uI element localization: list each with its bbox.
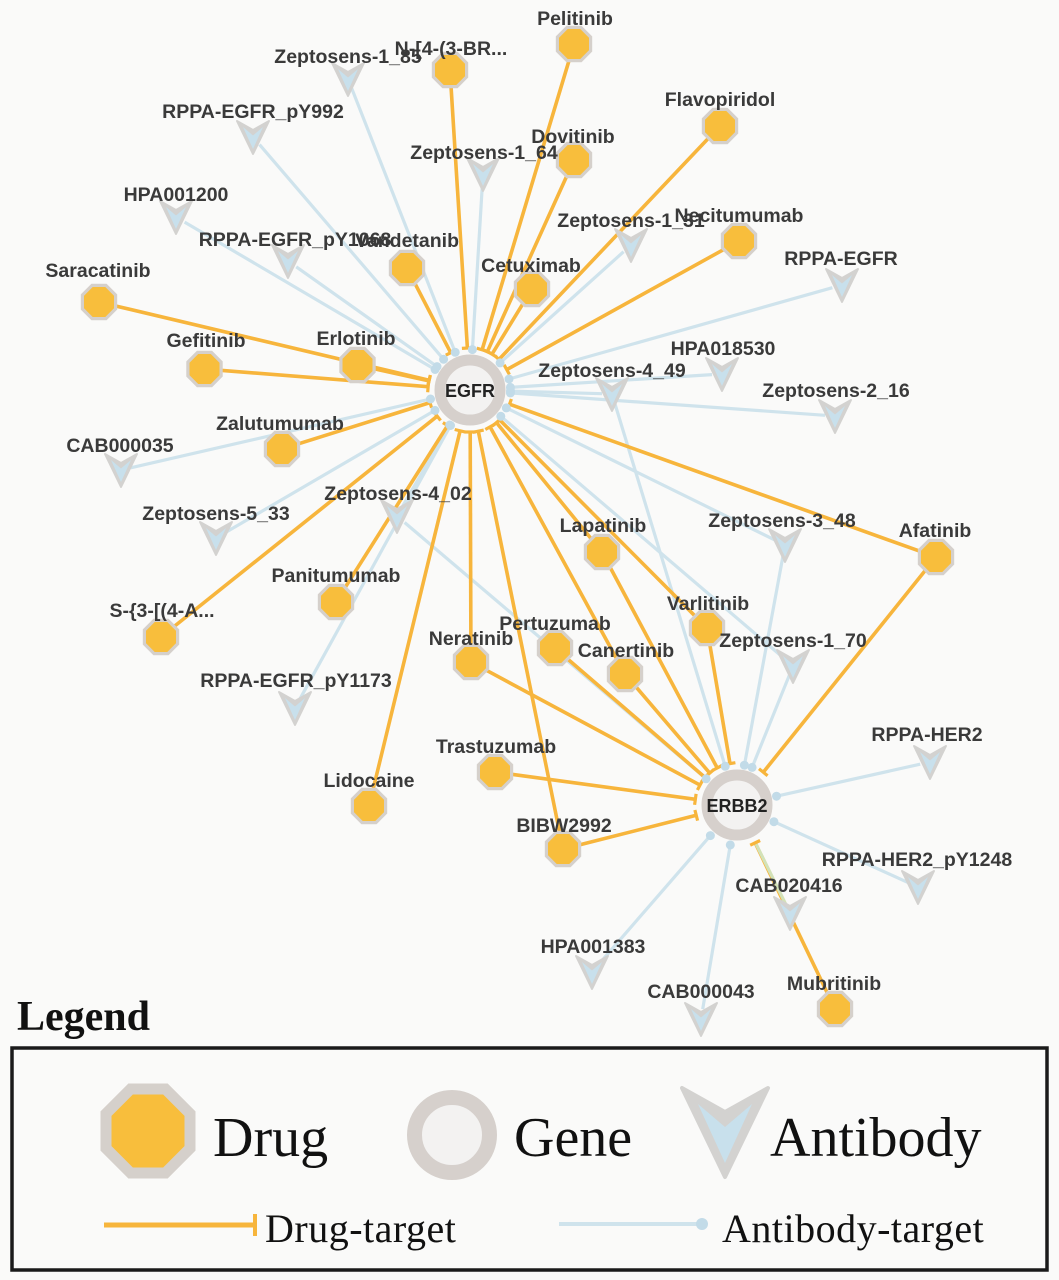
svg-text:Neratinib: Neratinib <box>429 628 514 650</box>
svg-text:HPA001200: HPA001200 <box>124 184 229 206</box>
svg-text:Lidocaine: Lidocaine <box>323 770 414 792</box>
svg-text:HPA018530: HPA018530 <box>671 338 776 360</box>
svg-text:Afatinib: Afatinib <box>899 520 972 542</box>
svg-text:EGFR: EGFR <box>445 381 495 401</box>
svg-text:Drug: Drug <box>213 1107 328 1169</box>
svg-text:Flavopiridol: Flavopiridol <box>665 89 776 111</box>
svg-text:Zeptosens-3_48: Zeptosens-3_48 <box>708 510 856 532</box>
svg-text:Zeptosens-1_70: Zeptosens-1_70 <box>719 630 867 652</box>
svg-text:Vandetanib: Vandetanib <box>355 230 459 252</box>
svg-text:RPPA-HER2: RPPA-HER2 <box>871 724 982 746</box>
svg-text:Legend: Legend <box>17 994 150 1040</box>
svg-text:CAB020416: CAB020416 <box>735 875 842 897</box>
svg-text:Zeptosens-1_31: Zeptosens-1_31 <box>557 210 705 232</box>
svg-text:Zalutumumab: Zalutumumab <box>216 413 344 435</box>
svg-text:Gefitinib: Gefitinib <box>166 330 245 352</box>
svg-text:Varlitinib: Varlitinib <box>667 593 749 615</box>
svg-text:Zeptosens-2_16: Zeptosens-2_16 <box>762 380 910 402</box>
svg-text:Zeptosens-4_49: Zeptosens-4_49 <box>538 360 686 382</box>
svg-text:N-[4-(3-BR...: N-[4-(3-BR... <box>395 38 508 60</box>
svg-text:Necitumumab: Necitumumab <box>675 205 804 227</box>
svg-text:Lapatinib: Lapatinib <box>560 515 647 537</box>
svg-text:Zeptosens-1_64: Zeptosens-1_64 <box>410 142 558 164</box>
svg-text:Zeptosens-1_85: Zeptosens-1_85 <box>274 46 422 68</box>
svg-text:Erlotinib: Erlotinib <box>316 328 395 350</box>
svg-text:Zeptosens-4_02: Zeptosens-4_02 <box>324 483 472 505</box>
svg-text:Antibody: Antibody <box>770 1107 982 1169</box>
svg-text:Mubritinib: Mubritinib <box>787 973 881 995</box>
svg-text:ERBB2: ERBB2 <box>706 796 767 816</box>
svg-text:S-{3-[(4-A...: S-{3-[(4-A... <box>109 600 214 622</box>
svg-text:Dovitinib: Dovitinib <box>531 126 614 148</box>
svg-text:Pertuzumab: Pertuzumab <box>499 613 611 635</box>
svg-text:CAB000035: CAB000035 <box>66 435 173 457</box>
svg-text:Pelitinib: Pelitinib <box>537 8 613 30</box>
svg-text:Trastuzumab: Trastuzumab <box>436 736 556 758</box>
svg-text:Drug-target: Drug-target <box>265 1206 456 1251</box>
svg-text:Zeptosens-5_33: Zeptosens-5_33 <box>142 503 290 525</box>
svg-text:RPPA-EGFR: RPPA-EGFR <box>784 248 897 270</box>
svg-text:Gene: Gene <box>514 1107 632 1169</box>
svg-text:CAB000043: CAB000043 <box>647 981 754 1003</box>
svg-text:RPPA-HER2_pY1248: RPPA-HER2_pY1248 <box>822 849 1013 871</box>
svg-text:Antibody-target: Antibody-target <box>722 1206 984 1251</box>
svg-text:Panitumumab: Panitumumab <box>272 565 401 587</box>
svg-text:RPPA-EGFR_pY1173: RPPA-EGFR_pY1173 <box>200 670 392 692</box>
svg-text:BIBW2992: BIBW2992 <box>516 815 612 837</box>
svg-text:Saracatinib: Saracatinib <box>45 260 150 282</box>
svg-text:HPA001383: HPA001383 <box>541 936 646 958</box>
svg-text:RPPA-EGFR_pY992: RPPA-EGFR_pY992 <box>162 101 344 123</box>
svg-text:Cetuximab: Cetuximab <box>481 255 581 277</box>
svg-text:RPPA-EGFR_pY1068: RPPA-EGFR_pY1068 <box>199 229 392 251</box>
svg-text:Canertinib: Canertinib <box>578 640 675 662</box>
